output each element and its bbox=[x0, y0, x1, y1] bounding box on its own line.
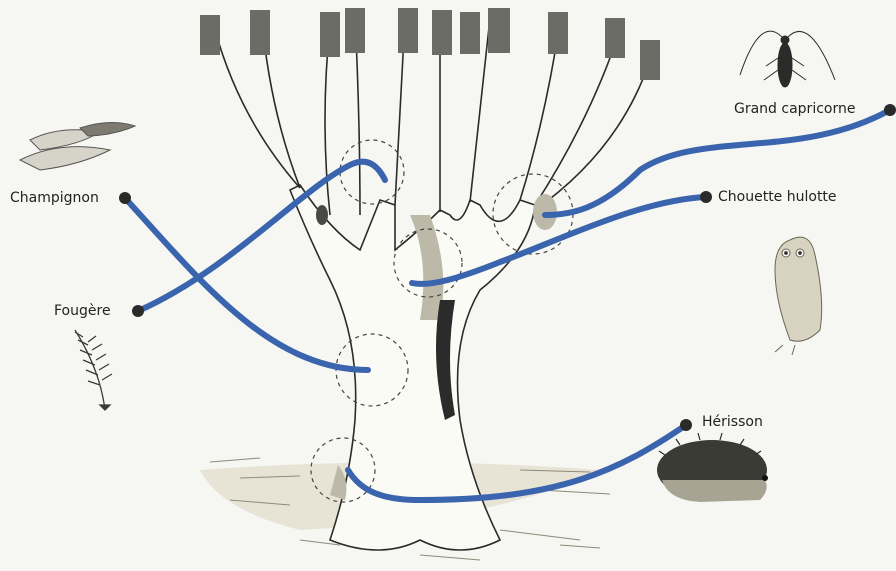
label-chouette-hulotte: Chouette hulotte bbox=[718, 189, 837, 205]
longhorn-beetle-icon bbox=[740, 31, 835, 87]
label-champignon: Champignon bbox=[10, 190, 99, 206]
hedgehog-icon bbox=[657, 433, 768, 502]
owl-icon bbox=[775, 237, 822, 355]
mushroom-icon bbox=[20, 122, 135, 170]
label-fougere: Fougère bbox=[54, 303, 111, 319]
label-grand-capricorne: Grand capricorne bbox=[734, 101, 855, 117]
connector-lines bbox=[125, 110, 890, 500]
fern-icon bbox=[75, 330, 112, 410]
label-herisson: Hérisson bbox=[702, 414, 763, 430]
